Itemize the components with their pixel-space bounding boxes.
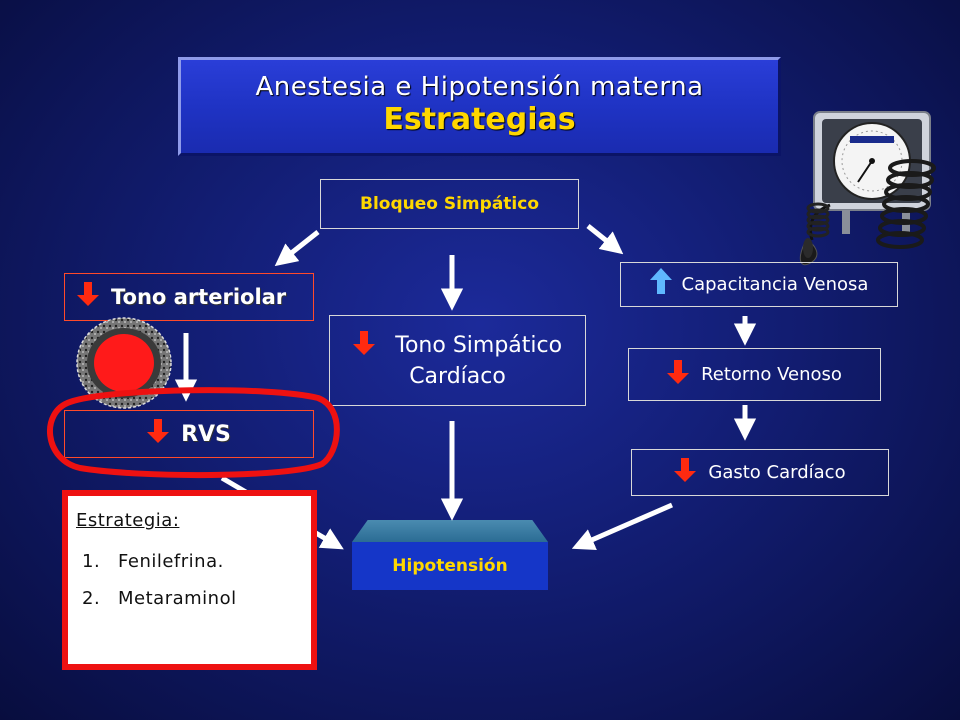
- down-arrow-icon: [352, 330, 383, 358]
- node-tono-arteriolar: Tono arteriolar: [64, 273, 314, 321]
- strategy-box: Estrategia: 1. Fenilefrina. 2. Metaraminol: [62, 490, 317, 670]
- node-capacitancia-venosa: Capacitancia Venosa: [620, 262, 898, 307]
- node-tono-simpatico-label-1: Tono Simpático: [395, 333, 563, 358]
- node-tono-arteriolar-label: Tono arteriolar: [111, 285, 287, 309]
- arrow-bloqueo-to-tono-arteriolar: [274, 230, 320, 267]
- title-banner: Anestesia e Hipotensión materna Estrateg…: [178, 57, 781, 156]
- strategy-list: 1. Fenilefrina. 2. Metaraminol: [76, 551, 311, 609]
- down-arrow-icon: [147, 419, 170, 449]
- node-capacitancia-label: Capacitancia Venosa: [681, 274, 869, 295]
- list-item: 2. Metaraminol: [76, 588, 311, 609]
- list-item-label: Metaraminol: [118, 588, 237, 609]
- strategy-title: Estrategia:: [76, 510, 180, 531]
- down-arrow-icon: [77, 282, 99, 312]
- hipotension-box-top: [352, 520, 548, 542]
- node-bloqueo-label: Bloqueo Simpático: [360, 194, 539, 214]
- list-item: 1. Fenilefrina.: [76, 551, 311, 572]
- node-hipotension-label: Hipotensión: [392, 556, 508, 576]
- arrow-gasto-to-hipotension: [571, 502, 673, 551]
- node-hipotension: Hipotensión: [352, 542, 548, 590]
- up-arrow-icon: [649, 268, 672, 301]
- arrow-bloqueo-to-capacitancia: [586, 224, 624, 255]
- node-rvs: RVS: [64, 410, 314, 458]
- node-gasto-cardiaco: Gasto Cardíaco: [631, 449, 889, 496]
- list-item-label: Fenilefrina.: [118, 551, 224, 572]
- node-gasto-label: Gasto Cardíaco: [708, 462, 846, 483]
- node-tono-simpatico: Tono Simpático Cardíaco: [329, 315, 586, 406]
- node-rvs-label: RVS: [181, 421, 231, 447]
- down-arrow-icon: [667, 359, 690, 390]
- node-retorno-label: Retorno Venoso: [701, 364, 842, 385]
- node-retorno-venoso: Retorno Venoso: [628, 348, 881, 401]
- page-title: Anestesia e Hipotensión materna: [255, 72, 704, 102]
- node-bloqueo-simpatico: Bloqueo Simpático: [320, 179, 579, 229]
- page-subtitle: Estrategias: [383, 102, 576, 137]
- list-item-number: 1.: [82, 551, 101, 572]
- list-item-number: 2.: [82, 588, 101, 609]
- down-arrow-icon: [674, 457, 697, 488]
- node-tono-simpatico-label-2: Cardíaco: [409, 364, 506, 389]
